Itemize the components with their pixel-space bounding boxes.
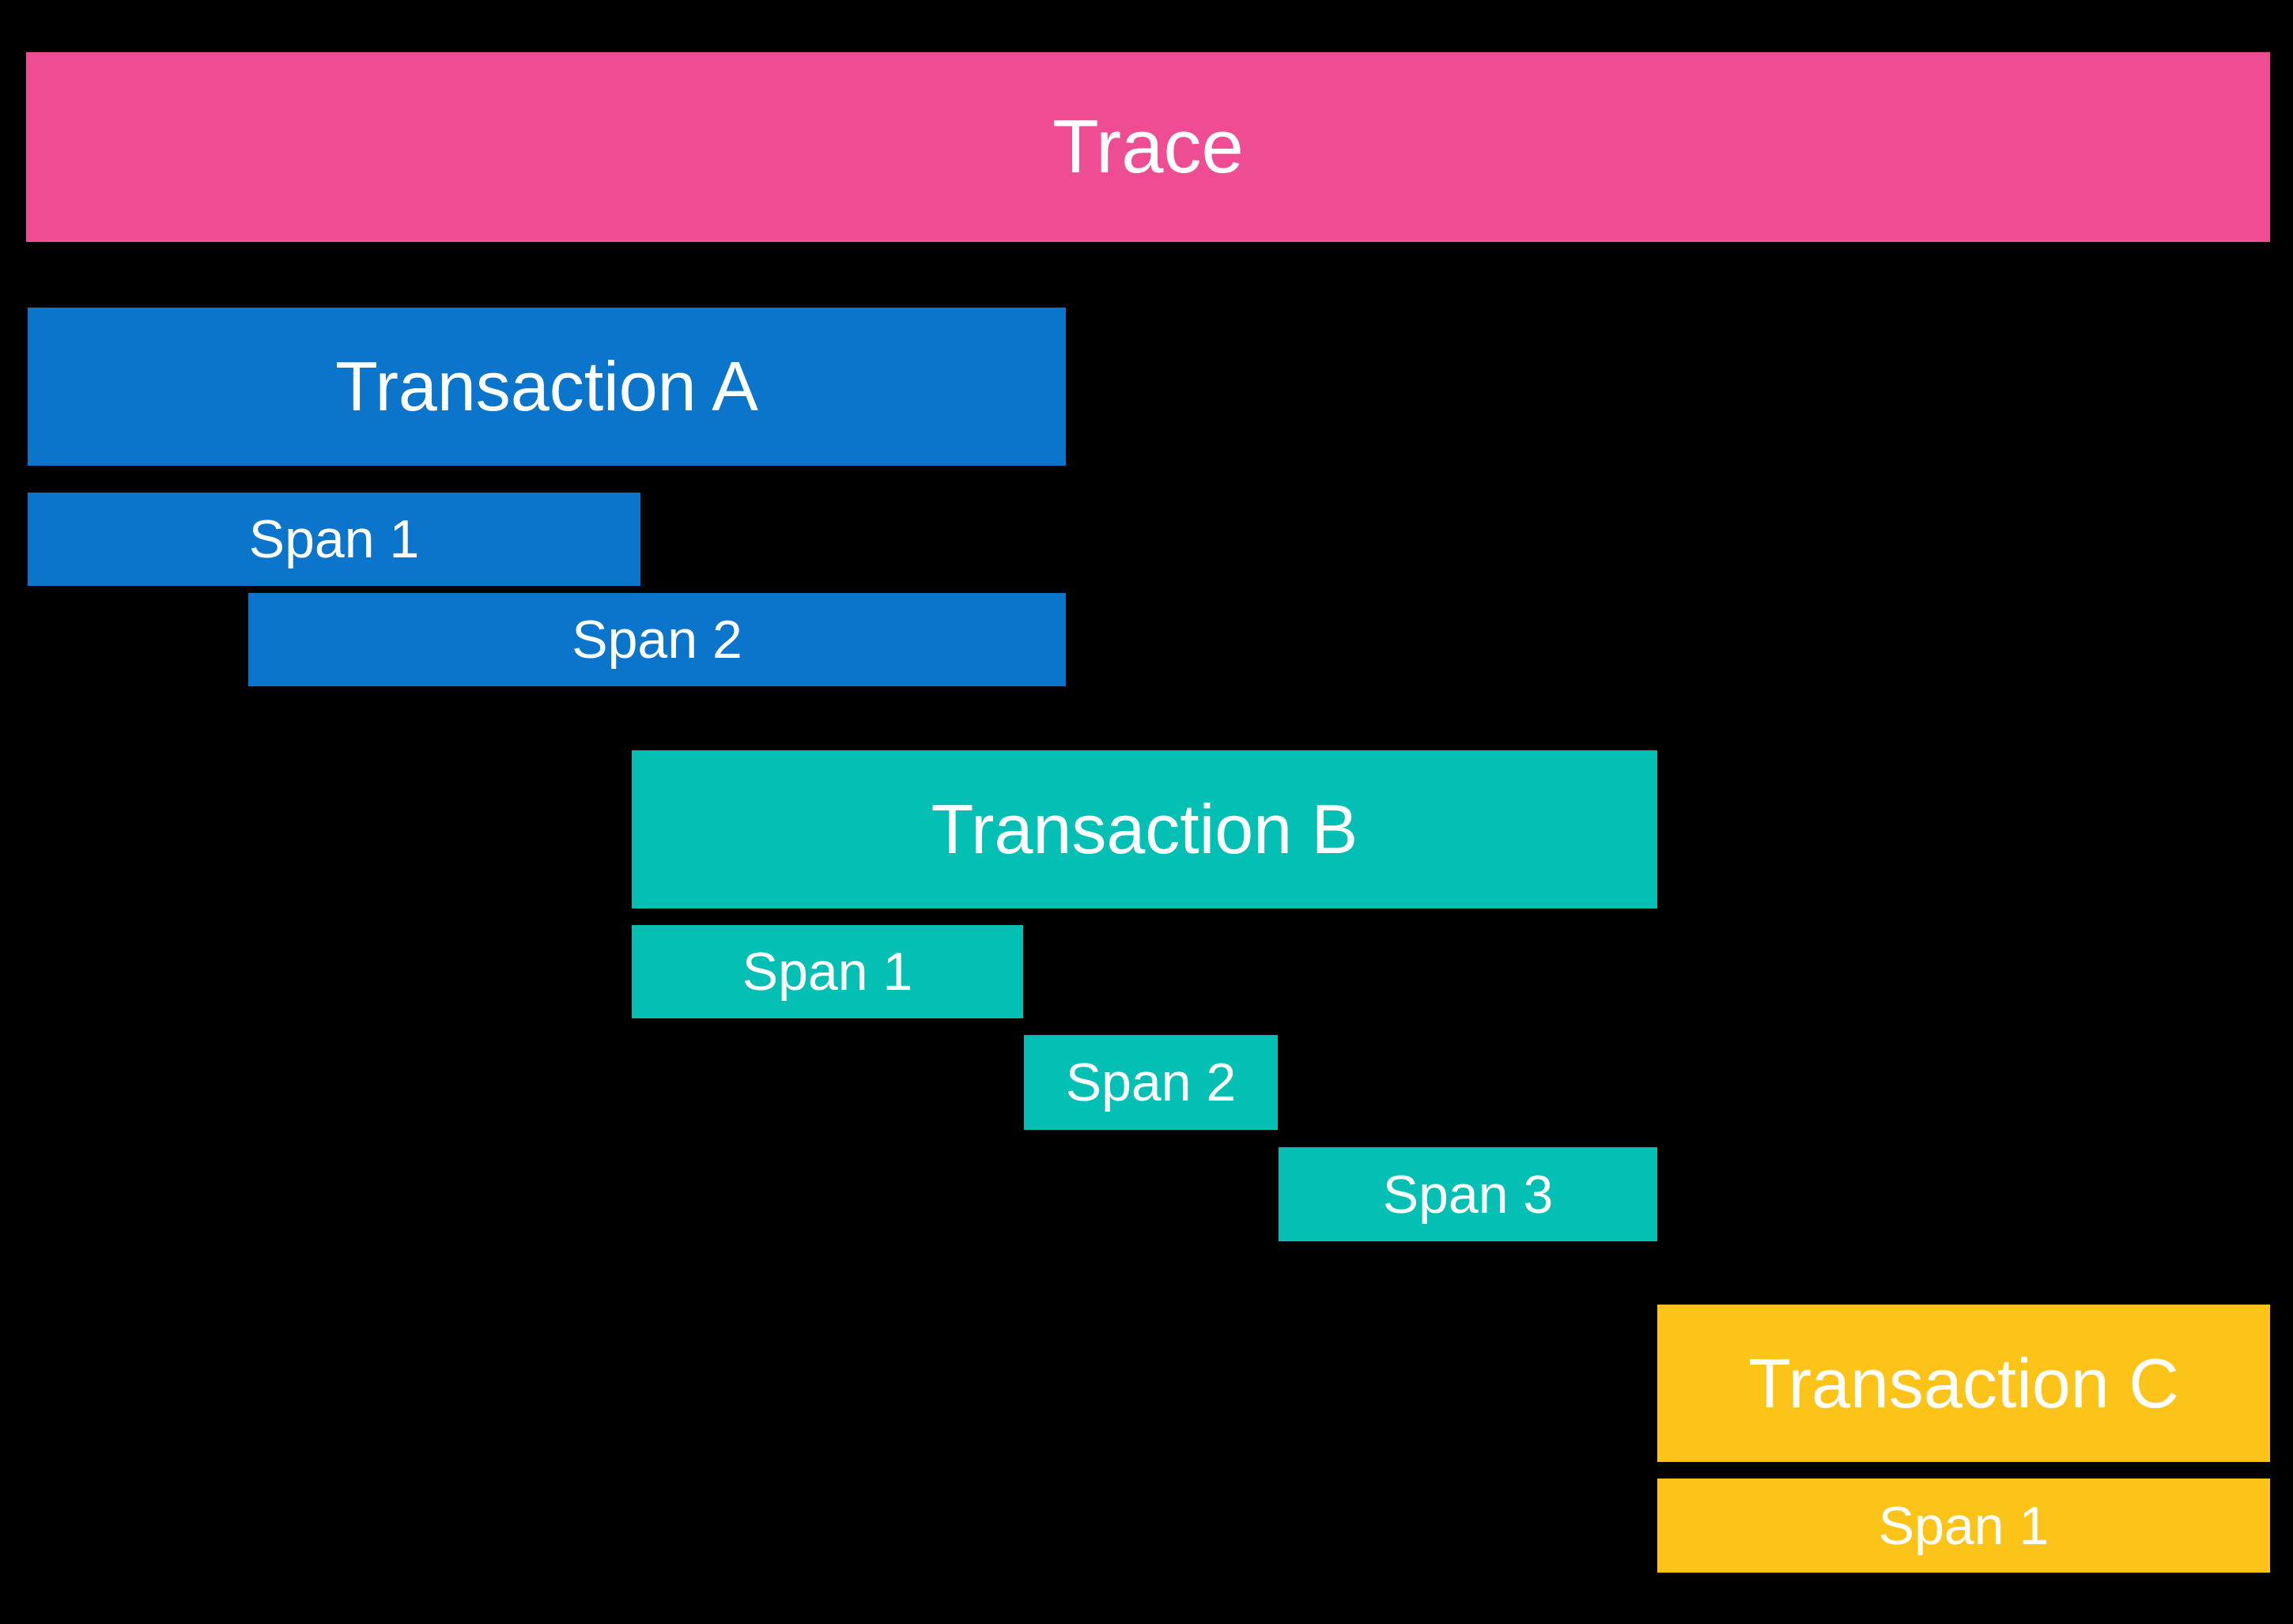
bar-label-transaction-b-span-1: Span 1 <box>742 942 913 1002</box>
bar-label-transaction-c: Transaction C <box>1748 1343 2179 1422</box>
bar-transaction-a-span-1[interactable]: Span 1 <box>28 493 640 586</box>
bar-transaction-b-span-1[interactable]: Span 1 <box>632 925 1023 1018</box>
bar-trace[interactable]: Trace <box>26 52 2270 242</box>
bar-label-trace: Trace <box>1052 104 1244 189</box>
bar-transaction-b-span-2[interactable]: Span 2 <box>1024 1035 1278 1130</box>
bar-label-transaction-a-span-1: Span 1 <box>248 509 420 569</box>
bar-label-transaction-a-span-2: Span 2 <box>572 610 742 670</box>
bar-transaction-c-span-1[interactable]: Span 1 <box>1657 1479 2270 1573</box>
bar-transaction-c[interactable]: Transaction C <box>1657 1305 2270 1462</box>
bar-label-transaction-b-span-3: Span 3 <box>1382 1164 1554 1225</box>
bar-transaction-a-span-2[interactable]: Span 2 <box>248 593 1066 686</box>
bar-label-transaction-a: Transaction A <box>335 347 758 425</box>
bar-transaction-b-span-3[interactable]: Span 3 <box>1279 1147 1657 1241</box>
bar-label-transaction-c-span-1: Span 1 <box>1878 1495 2049 1556</box>
bar-transaction-b[interactable]: Transaction B <box>632 750 1657 908</box>
bar-label-transaction-b: Transaction B <box>931 790 1358 868</box>
bar-transaction-a[interactable]: Transaction A <box>28 308 1066 466</box>
bar-label-transaction-b-span-2: Span 2 <box>1065 1052 1237 1112</box>
